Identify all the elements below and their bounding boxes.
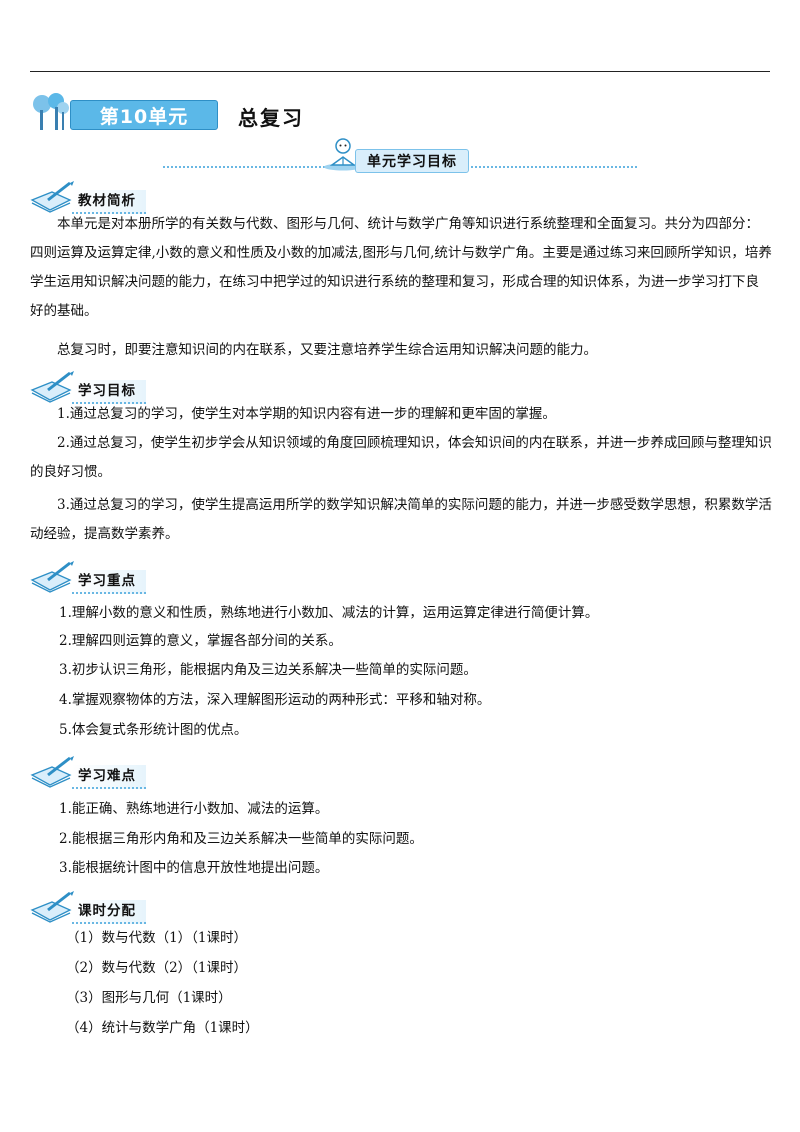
schedule-item: （3）图形与几何（1课时） [66, 990, 232, 1006]
reading-child-icon [324, 138, 362, 171]
unit-header: 第10单元 总复习 [30, 92, 430, 132]
section-heading-key-points: 学习重点 [30, 560, 170, 596]
pen-book-icon [30, 891, 74, 923]
section-heading-goals: 学习目标 [30, 370, 170, 406]
section-title: 学习目标 [72, 380, 146, 404]
difficulty-item: 2.能根据三角形内角和及三边关系解决一些简单的实际问题。 [59, 831, 423, 847]
goal-item: 1.通过总复习的学习，使学生对本学期的知识内容有进一步的理解和更牢固的掌握。 [57, 406, 556, 422]
schedule-item: （2）数与代数（2）（1课时） [66, 960, 248, 976]
unit-badge: 第10单元 [70, 100, 218, 130]
section-title: 学习重点 [72, 570, 146, 594]
section-heading-difficulties: 学习难点 [30, 755, 170, 791]
section-heading-analysis: 教材简析 [30, 180, 170, 216]
key-point-item: 3.初步认识三角形，能根据内角及三边关系解决一些简单的实际问题。 [59, 662, 477, 678]
analysis-paragraph-2: 总复习时，即要注意知识间的内在联系，又要注意培养学生综合运用知识解决问题的能力。 [57, 342, 597, 358]
key-point-item: 5.体会复式条形统计图的优点。 [59, 722, 248, 738]
unit-goals-banner: 单元学习目标 [163, 137, 637, 173]
banner-label: 单元学习目标 [355, 149, 469, 173]
goal-item: 2.通过总复习，使学生初步学会从知识领域的角度回顾梳理知识，体会知识间的内在联系… [30, 435, 772, 480]
goal-item: 3.通过总复习的学习，使学生提高运用所学的数学知识解决简单的实际问题的能力，并进… [30, 497, 772, 542]
key-point-item: 1.理解小数的意义和性质，熟练地进行小数加、减法的计算，运用运算定律进行简便计算… [59, 605, 599, 621]
key-point-item: 2.理解四则运算的意义，掌握各部分间的关系。 [59, 633, 342, 649]
section-heading-schedule: 课时分配 [30, 890, 170, 926]
analysis-paragraph-1: 本单元是对本册所学的有关数与代数、图形与几何、统计与数学广角等知识进行系统整理和… [30, 216, 772, 319]
top-rule [30, 71, 770, 72]
section-title: 学习难点 [72, 765, 146, 789]
schedule-item: （4）统计与数学广角（1课时） [66, 1020, 259, 1036]
pen-book-icon [30, 756, 74, 788]
pen-book-icon [30, 371, 74, 403]
unit-title: 总复习 [238, 106, 304, 130]
pen-book-icon [30, 561, 74, 593]
pen-book-icon [30, 181, 74, 213]
difficulty-item: 3.能根据统计图中的信息开放性地提出问题。 [59, 860, 329, 876]
schedule-item: （1）数与代数（1）（1课时） [66, 930, 248, 946]
section-title: 课时分配 [72, 900, 146, 924]
section-title: 教材简析 [72, 190, 146, 214]
key-point-item: 4.掌握观察物体的方法，深入理解图形运动的两种形式：平移和轴对称。 [59, 692, 491, 708]
difficulty-item: 1.能正确、熟练地进行小数加、减法的运算。 [59, 801, 329, 817]
tree-icon [33, 93, 69, 130]
